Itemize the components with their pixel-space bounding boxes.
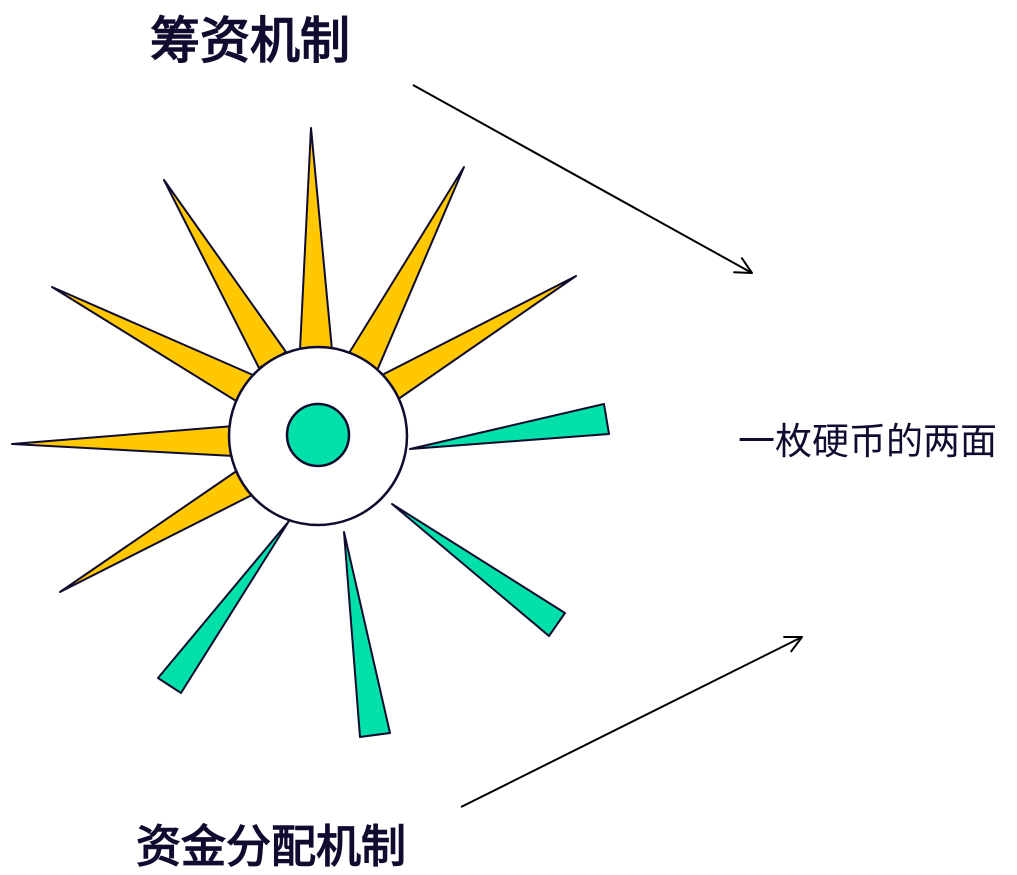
two-sides-of-coin-label: 一枚硬币的两面 — [738, 420, 997, 463]
gold-ray — [51, 286, 254, 405]
fund-allocation-mechanism-label: 资金分配机制 — [136, 820, 407, 873]
gold-ray — [59, 469, 253, 593]
gold-rays — [11, 127, 577, 593]
fundraising-mechanism-label: 筹资机制 — [150, 12, 350, 70]
teal-ray — [391, 503, 566, 637]
teal-ray — [157, 520, 290, 694]
gold-ray — [11, 425, 235, 457]
gold-ray — [299, 127, 333, 351]
arrow-down — [412, 84, 753, 274]
teal-ray — [343, 531, 391, 738]
gold-ray — [163, 179, 287, 369]
hub-core — [285, 402, 351, 468]
teal-ray — [409, 403, 610, 450]
teal-rays — [157, 403, 610, 738]
arrow-up — [460, 635, 803, 808]
